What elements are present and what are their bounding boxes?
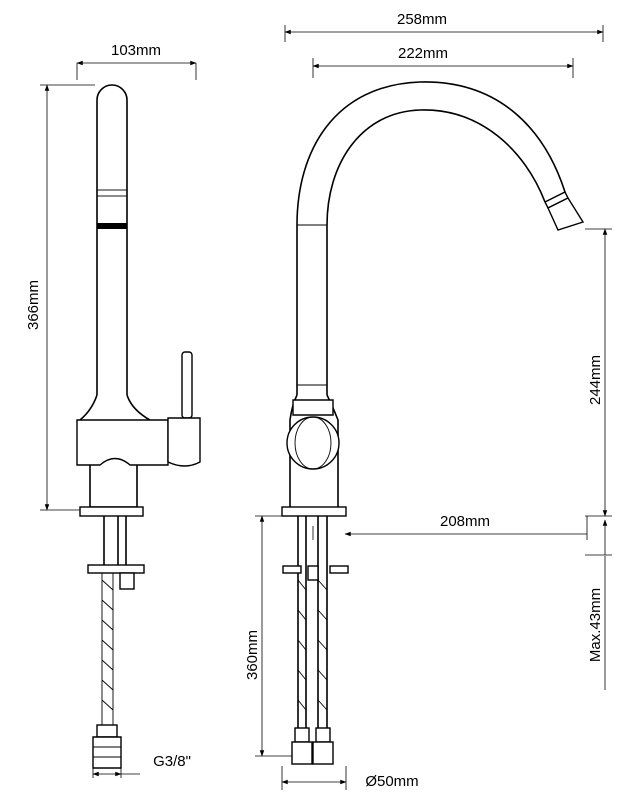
side-body bbox=[76, 419, 169, 466]
dim-base-diameter: Ø50mm bbox=[365, 773, 418, 790]
front-collar bbox=[292, 399, 334, 416]
front-spout-outlet bbox=[547, 197, 585, 231]
side-view bbox=[76, 84, 201, 769]
dim-thread: G3/8" bbox=[153, 753, 191, 770]
dim-overall-height: 366mm bbox=[25, 280, 42, 330]
dim-spout-height: 244mm bbox=[587, 355, 604, 405]
front-spout-inner bbox=[326, 109, 546, 395]
front-fitting-left bbox=[291, 741, 313, 765]
front-center-nut bbox=[307, 565, 319, 581]
side-mounting-plate bbox=[87, 564, 145, 574]
dim-spout-reach: 208mm bbox=[440, 513, 490, 530]
front-view bbox=[281, 81, 585, 765]
side-aerator-outlet bbox=[97, 223, 127, 229]
side-lever-handle bbox=[181, 351, 193, 419]
side-dimensions: 103mm 366mm G3/8" bbox=[25, 42, 197, 778]
side-hose-ferrule bbox=[96, 724, 118, 738]
side-hose bbox=[101, 573, 114, 725]
dim-side-width: 103mm bbox=[111, 42, 161, 59]
side-deck-plate bbox=[79, 506, 144, 517]
side-riser bbox=[96, 84, 128, 395]
side-aerator-ring bbox=[96, 189, 128, 197]
front-spout-outer bbox=[296, 81, 566, 395]
side-hose-fitting bbox=[92, 736, 122, 769]
side-nut bbox=[119, 572, 135, 590]
front-washer-right bbox=[329, 565, 349, 574]
front-fitting-right bbox=[312, 741, 334, 765]
front-dimensions: 258mm 222mm 244mm 208mm Max.43mm 360mm Ø… bbox=[244, 11, 612, 790]
dim-hose-length: 360mm bbox=[244, 630, 261, 680]
side-shank bbox=[103, 516, 127, 570]
side-base bbox=[89, 465, 138, 508]
dim-max-deck: Max.43mm bbox=[587, 588, 604, 662]
front-deck-plate bbox=[281, 506, 347, 517]
side-neck bbox=[79, 394, 151, 421]
side-hose-braid bbox=[101, 579, 114, 711]
front-hoses bbox=[297, 516, 328, 740]
side-lever-cap bbox=[167, 417, 201, 467]
front-washer-left bbox=[282, 565, 302, 574]
dim-overall-width: 258mm bbox=[397, 11, 447, 28]
dim-spout-reach-top: 222mm bbox=[398, 45, 448, 62]
